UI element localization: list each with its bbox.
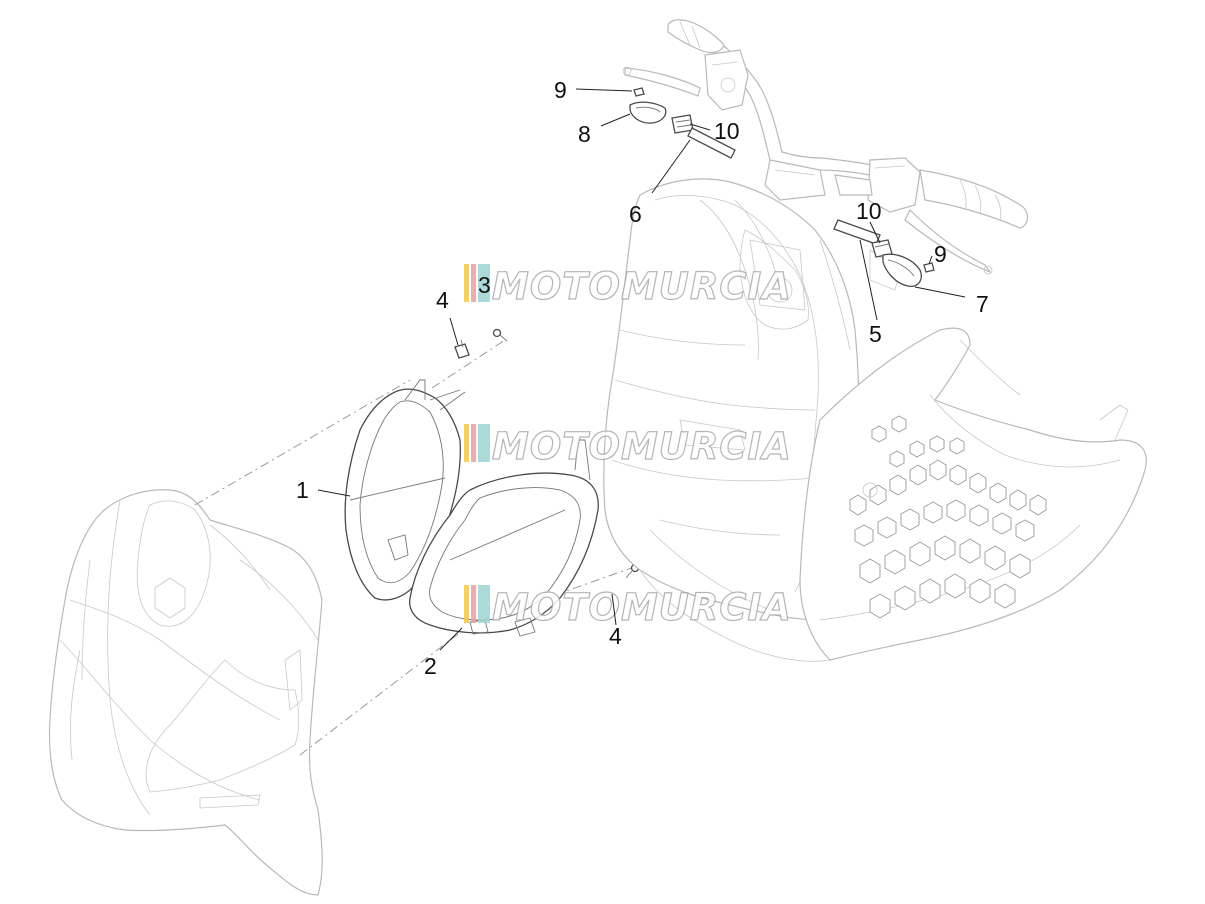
callout-6: 6: [629, 201, 642, 227]
mesh-grille: [199, 649, 303, 809]
assembly-lines: [194, 339, 641, 756]
callout-9b: 9: [934, 241, 947, 267]
turn-signal-left-8: [629, 101, 667, 124]
footboard: [799, 327, 1147, 661]
watermark-text: MOTOMURCIA: [492, 425, 792, 468]
callout-1: 1: [296, 477, 309, 503]
watermark-text: MOTOMURCIA: [492, 586, 792, 629]
watermark-1: MOTOMURCIA: [464, 264, 792, 309]
floor-mat-hexes: [849, 415, 1047, 619]
watermark-3: MOTOMURCIA: [464, 585, 792, 630]
bulb-holder-6: [687, 127, 736, 159]
callout-7: 7: [976, 291, 989, 317]
callout-9a: 9: [554, 77, 567, 103]
leg-shield-frame: [603, 178, 901, 662]
front-shield: [48, 489, 323, 896]
headlight-part-2: [409, 439, 599, 637]
watermark-text: MOTOMURCIA: [492, 265, 792, 308]
callouts: 1 2 3 4 4 5 6 7 8 9 9 10 10: [296, 77, 989, 679]
handlebar: [622, 19, 1029, 275]
bulb-9b: [923, 262, 935, 273]
callout-4b: 4: [609, 623, 622, 649]
callout-10b: 10: [856, 198, 882, 224]
watermark-2: MOTOMURCIA: [464, 424, 792, 469]
callout-3: 3: [478, 272, 491, 298]
screw-clip-4a: [454, 339, 470, 359]
callout-4a: 4: [436, 287, 449, 313]
callout-5: 5: [869, 321, 882, 347]
turn-signal-right-7: [882, 253, 922, 287]
callout-2: 2: [424, 653, 437, 679]
callout-8: 8: [578, 121, 591, 147]
screw-3: [492, 328, 508, 342]
leader-lines: [317, 88, 966, 651]
bulb-socket-10a: [671, 114, 694, 134]
callout-10a: 10: [714, 118, 740, 144]
bulb-9a: [633, 87, 645, 97]
